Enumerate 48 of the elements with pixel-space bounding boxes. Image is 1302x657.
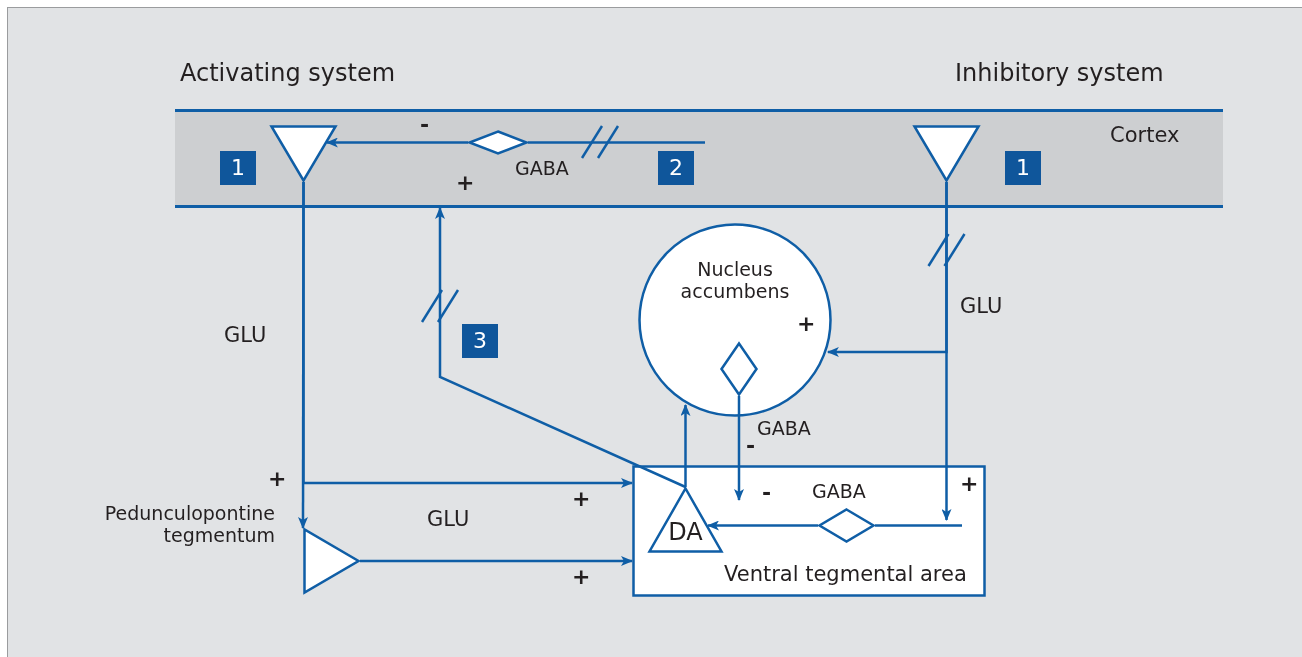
cortex-band: [175, 109, 1223, 208]
transmitter-label: GLU: [224, 323, 267, 348]
arrow: [680, 404, 691, 487]
callout-number: 3: [462, 324, 498, 358]
system-title: Activating system: [180, 60, 396, 88]
interneuron-diamond: [720, 342, 758, 396]
neuron-triangle: [270, 125, 337, 182]
nucleus-circle: [638, 223, 832, 417]
edge-label: -: [746, 433, 756, 459]
system-title: Inhibitory system: [955, 60, 1164, 88]
neuron-triangle: [648, 487, 723, 553]
node-caption: GABA: [757, 418, 811, 440]
edge-label: -: [762, 480, 772, 506]
neuron-triangle: [303, 528, 360, 594]
node-caption: Pedunculopontine tegmentum: [103, 503, 275, 547]
region-label: Nucleus accumbens: [679, 259, 791, 303]
edge-label: +: [268, 466, 287, 492]
connector-line: [528, 141, 705, 144]
transmitter-label: GLU: [960, 294, 1003, 319]
arrow: [734, 396, 744, 501]
node-caption: GABA: [812, 481, 866, 503]
callout-number: 1: [1005, 151, 1041, 185]
interneuron-diamond: [468, 130, 528, 155]
break-mark: [580, 125, 620, 159]
arrow: [302, 182, 633, 488]
arrow: [325, 137, 468, 148]
arrow: [707, 520, 818, 531]
edge-label: +: [572, 564, 591, 590]
edge-label: +: [960, 471, 979, 497]
edge-label: +: [572, 486, 591, 512]
interneuron-diamond: [818, 508, 875, 543]
arrow: [941, 182, 952, 521]
node-caption: GABA: [515, 158, 569, 180]
break-mark: [927, 233, 966, 267]
arrow: [360, 556, 633, 566]
region-label: Cortex: [1110, 123, 1180, 148]
region-box: [632, 465, 986, 597]
arrow: [435, 207, 686, 489]
break-mark: [420, 289, 460, 323]
callout-number: 2: [658, 151, 694, 185]
edge-label: +: [797, 311, 816, 337]
callout-number: 1: [220, 151, 256, 185]
edge-label: -: [420, 112, 430, 138]
transmitter-label: GLU: [427, 507, 470, 532]
neuron-label: DA: [667, 519, 704, 547]
neuron-triangle: [913, 125, 980, 182]
region-label: Ventral tegmental area: [724, 562, 967, 587]
edge-label: +: [456, 170, 475, 196]
